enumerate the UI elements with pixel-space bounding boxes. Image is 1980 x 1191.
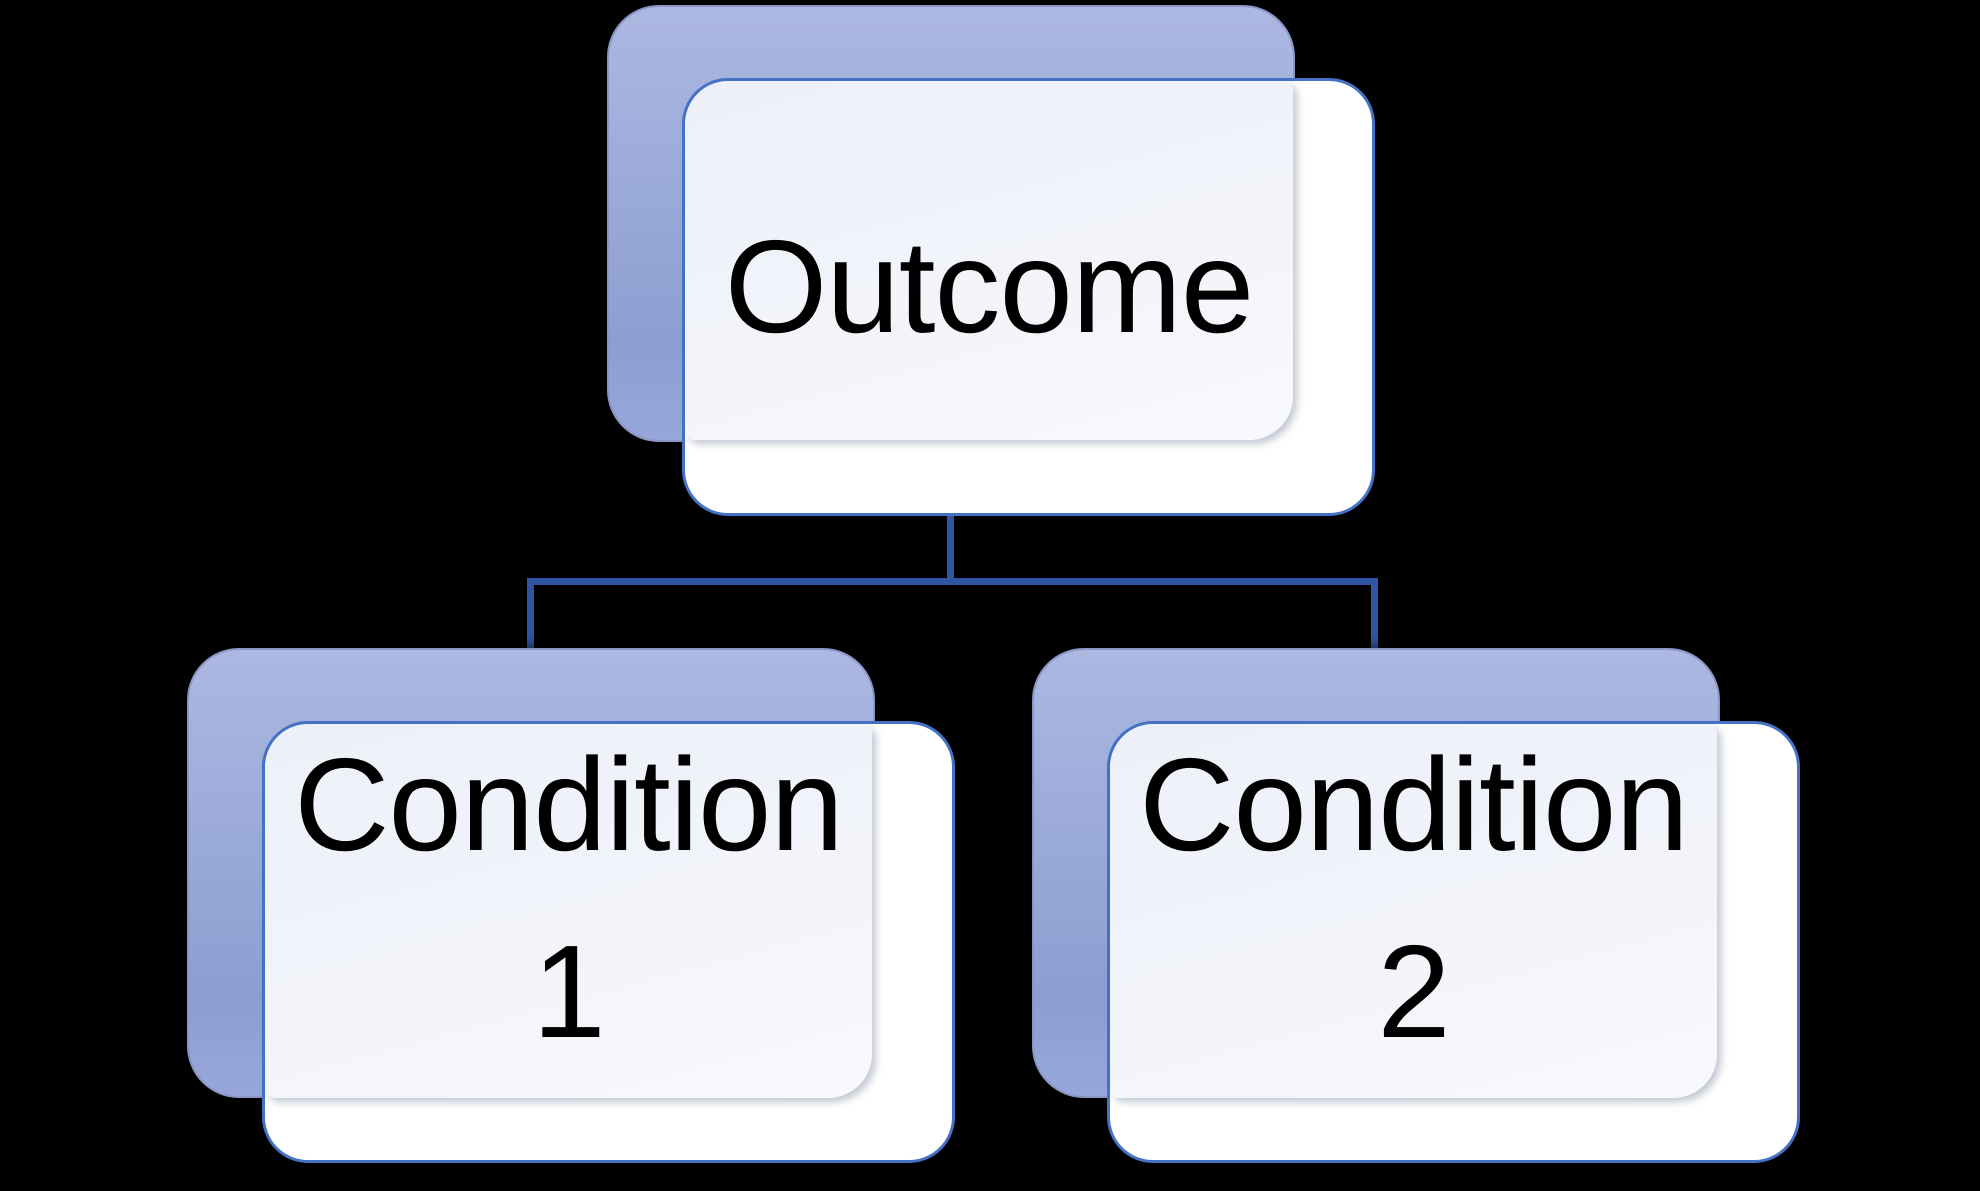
outcome-text-plate[interactable]: Outcome	[685, 81, 1293, 440]
node-label-condition-1: Condition 1	[294, 730, 844, 1065]
connector-drop-condition-2	[1371, 578, 1378, 652]
connector-stem-outcome	[947, 516, 954, 585]
node-label-outcome: Outcome	[724, 212, 1255, 360]
connector-rail	[527, 578, 1378, 585]
condition-1-text-plate[interactable]: Condition 1	[265, 724, 872, 1098]
condition-2-text-plate[interactable]: Condition 2	[1110, 724, 1717, 1098]
connector-drop-condition-1	[527, 578, 534, 652]
node-label-condition-2: Condition 2	[1139, 730, 1689, 1065]
